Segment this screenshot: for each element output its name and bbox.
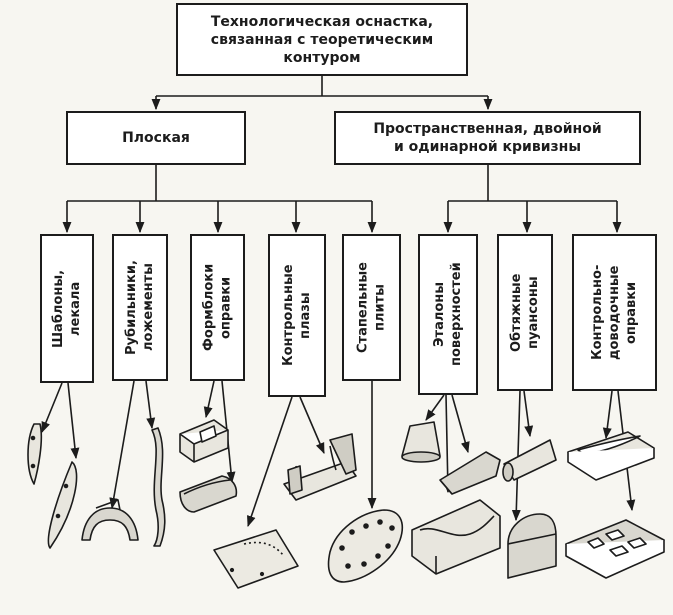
tree-connectors: [41, 76, 636, 528]
flat-plaza-icon: [213, 529, 299, 589]
template-icon: [27, 423, 43, 485]
item-label-8: Контрольно- доводочные оправки: [590, 264, 639, 361]
item-box-6: Эталоны поверхностей: [418, 234, 478, 395]
curved-mandrel-icon: [179, 475, 238, 513]
curved-lekalo-icon: [47, 461, 78, 549]
pocket-plate-icon: [565, 519, 665, 579]
spatial-group-box: Пространственная, двойной и одинарной кр…: [334, 111, 641, 165]
cone-icon: [401, 421, 441, 463]
item-box-8: Контрольно- доводочные оправки: [572, 234, 657, 391]
item-box-3: Формблоки оправки: [190, 234, 245, 381]
item-label-4: Контрольные плазы: [281, 264, 313, 367]
slipway-frame-icon: [283, 433, 357, 501]
bent-rail-icon: [151, 427, 166, 547]
dome-punch-icon: [507, 513, 557, 579]
saddle-bracket-icon: [81, 499, 139, 541]
tapered-punch-icon: [502, 439, 557, 482]
control-mandrel-icon: [567, 431, 655, 481]
item-box-5: Стапельные плиты: [342, 234, 401, 381]
item-box-7: Обтяжные пуансоны: [497, 234, 553, 391]
form-block-icon: [179, 419, 229, 463]
item-box-4: Контрольные плазы: [268, 234, 326, 397]
wedge-surface-icon: [439, 451, 501, 495]
item-label-5: Стапельные плиты: [355, 262, 388, 353]
flat-group-label: Плоская: [122, 130, 190, 146]
item-label-2: Рубильники, ложементы: [124, 260, 156, 355]
item-box-2: Рубильники, ложементы: [112, 234, 168, 381]
item-label-1: Шаблоны, лекала: [51, 269, 83, 348]
root-label: Технологическая оснастка, связанная с те…: [210, 13, 434, 66]
perforated-plate-icon: [327, 509, 404, 583]
item-label-3: Формблоки оправки: [201, 263, 234, 352]
flat-group-box: Плоская: [66, 111, 246, 165]
trough-block-icon: [411, 499, 501, 575]
item-label-6: Эталоны поверхностей: [432, 262, 464, 367]
spatial-group-label: Пространственная, двойной и одинарной кр…: [373, 121, 602, 155]
root-box: Технологическая оснастка, связанная с те…: [176, 3, 468, 76]
item-box-1: Шаблоны, лекала: [40, 234, 94, 383]
item-label-7: Обтяжные пуансоны: [509, 273, 541, 352]
